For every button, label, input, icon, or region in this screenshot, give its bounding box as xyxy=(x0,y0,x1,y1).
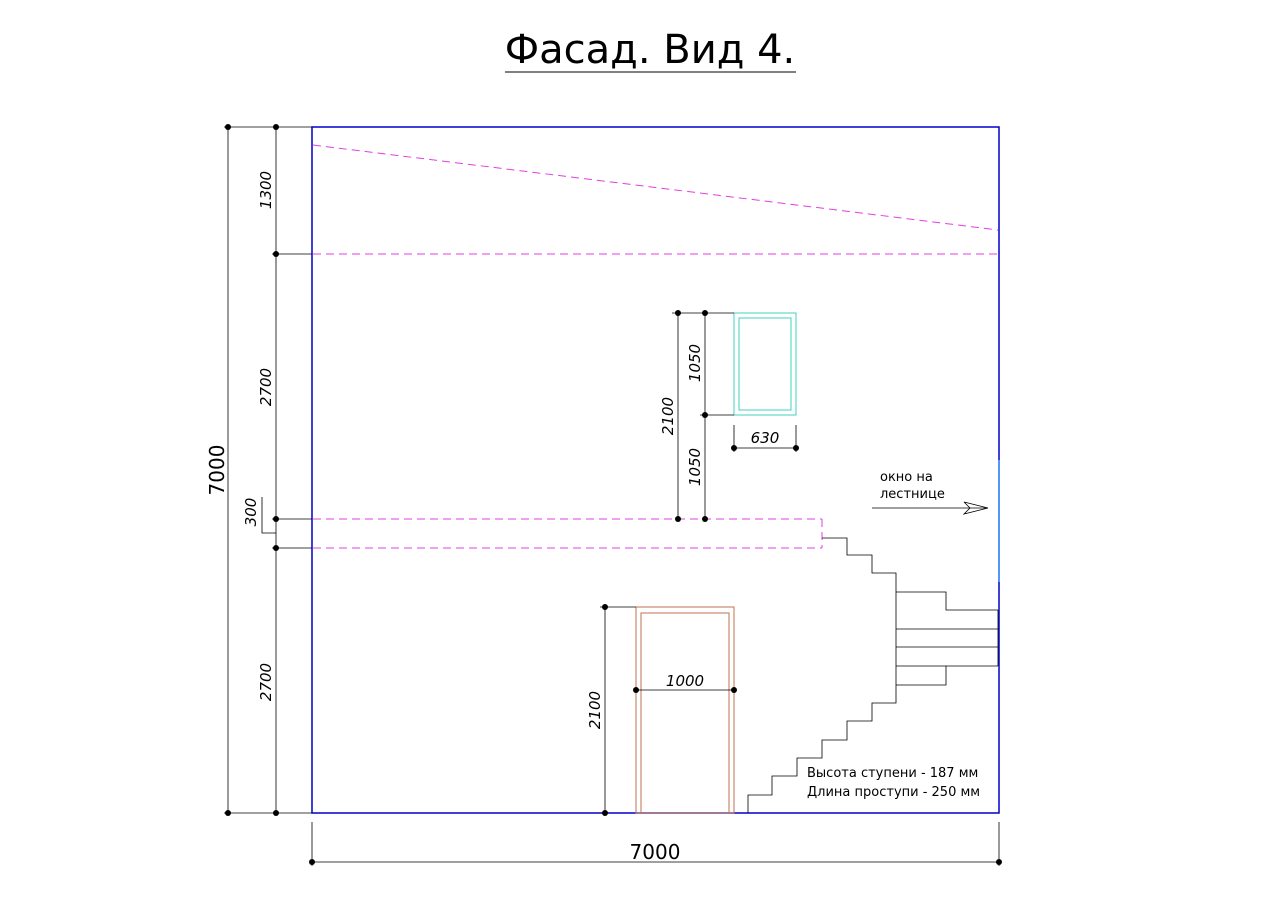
dim-dot xyxy=(602,810,608,816)
dim-dot xyxy=(273,516,279,522)
dim-door-width-label: 1000 xyxy=(666,672,704,690)
dim-overall-width-label: 7000 xyxy=(630,840,681,864)
stair-window-arrow xyxy=(872,501,989,515)
dim-window-sill-label: 1050 xyxy=(686,448,704,486)
window-frame-inner xyxy=(738,317,792,411)
dim-dot xyxy=(633,687,639,693)
stairs-lower-flight xyxy=(747,666,947,813)
roof-slope-line xyxy=(312,144,999,231)
hidden-lines xyxy=(312,144,999,549)
stairs-upper-flight xyxy=(822,537,998,611)
dim-dot xyxy=(702,516,708,522)
window xyxy=(733,312,797,416)
dim-dot xyxy=(273,810,279,816)
stair-window-note-line1: окно на xyxy=(880,470,933,485)
dim-dot xyxy=(273,124,279,130)
dim-upper-floor-label: 2700 xyxy=(257,368,275,406)
dim-dot xyxy=(793,445,799,451)
dim-window-total-label: 2100 xyxy=(659,397,677,435)
window-frame-outer xyxy=(733,312,797,416)
step-height-note: Высота ступени - 187 мм xyxy=(807,766,978,781)
door-frame-outer xyxy=(635,606,735,814)
drawing-title: Фасад. Вид 4. xyxy=(505,27,796,73)
dim-overall-height-label: 7000 xyxy=(205,445,229,496)
dim-dot xyxy=(675,310,681,316)
dim-door-height-label: 2100 xyxy=(586,691,604,729)
stair-window-note-line2: лестнице xyxy=(880,487,945,502)
dim-dot xyxy=(996,859,1002,865)
stairs xyxy=(747,537,999,813)
dim-dot xyxy=(273,545,279,551)
dim-dot xyxy=(273,251,279,257)
dim-dot xyxy=(702,412,708,418)
door-frame-inner xyxy=(640,612,730,814)
dim-dot xyxy=(675,516,681,522)
dim-slab-thickness-label: 300 xyxy=(242,498,260,527)
dim-dot xyxy=(309,859,315,865)
dim-roof-height-label: 1300 xyxy=(257,171,275,209)
dim-dot xyxy=(602,604,608,610)
dim-dot xyxy=(731,445,737,451)
dim-dot xyxy=(225,124,231,130)
dim-dot xyxy=(225,810,231,816)
tread-length-note: Длина проступи - 250 мм xyxy=(807,785,980,800)
dim-window-width-label: 630 xyxy=(751,429,780,447)
dim-slab-leader xyxy=(261,497,276,534)
dim-dot xyxy=(702,310,708,316)
dim-lower-floor-label: 2700 xyxy=(257,663,275,701)
door xyxy=(635,606,735,814)
dim-dot xyxy=(731,687,737,693)
dim-window-height-label: 1050 xyxy=(686,344,704,382)
